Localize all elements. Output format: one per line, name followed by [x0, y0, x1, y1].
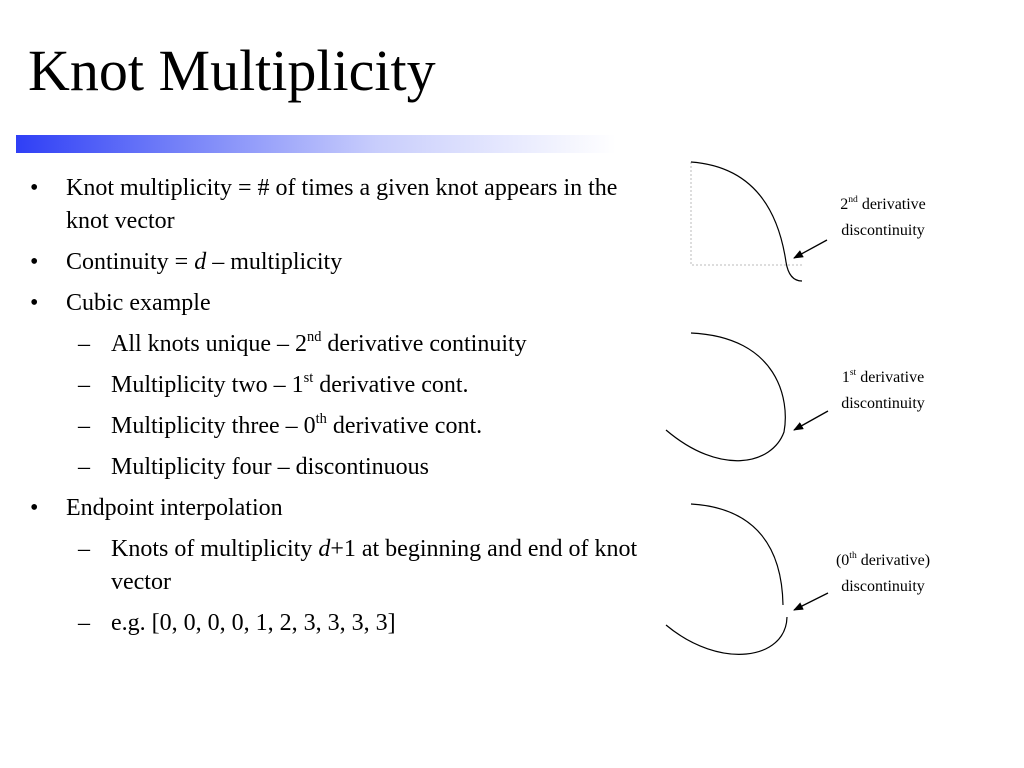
dash-marker: – — [78, 454, 90, 480]
bullet-text-prefix: Continuity = — [66, 249, 195, 275]
slide-title: Knot Multiplicity — [28, 38, 436, 103]
variable-d: d — [194, 249, 207, 275]
sub-text-end: +1 at beginning and end of knot vector — [111, 536, 638, 595]
sub-text-end: derivative cont. — [313, 372, 469, 398]
curve-arc-lower — [665, 616, 788, 655]
title-gradient-bar — [16, 135, 616, 153]
dash-marker: – — [78, 413, 90, 439]
superscript: st — [303, 369, 314, 386]
superscript: nd — [848, 193, 858, 205]
curve-arc — [690, 161, 803, 282]
dash-marker: – — [78, 536, 90, 562]
bullet-text: Endpoint interpolation — [66, 495, 283, 521]
sub-text-end: derivative continuity — [321, 331, 527, 357]
sub-text: e.g. [0, 0, 0, 0, 1, 2, 3, 3, 3, 3] — [111, 610, 396, 636]
sub-item-multiplicity-four: – Multiplicity four – discontinuous — [0, 451, 640, 484]
superscript: th — [849, 549, 857, 561]
dash-marker: – — [78, 372, 90, 398]
superscript: nd — [307, 328, 322, 345]
label-text: 1 — [841, 369, 850, 386]
label-first-derivative: 1st derivative discontinuity — [803, 365, 963, 417]
bullet-item-knot-multiplicity: • Knot multiplicity = # of times a given… — [0, 172, 640, 238]
sub-text-end: derivative cont. — [326, 413, 483, 439]
sub-text: Multiplicity two – 1 — [111, 372, 304, 398]
label-text-end: derivative — [856, 369, 925, 386]
label-zero-derivative: (0th derivative) discontinuity — [803, 548, 963, 600]
label-line-2: discontinuity — [841, 578, 925, 595]
sub-item-knot-vector-example: – e.g. [0, 0, 0, 0, 1, 2, 3, 3, 3, 3] — [0, 607, 640, 640]
bullet-list: • Knot multiplicity = # of times a given… — [0, 172, 640, 648]
label-second-derivative: 2nd derivative discontinuity — [803, 192, 963, 244]
bullet-text: Knot multiplicity = # of times a given k… — [66, 175, 618, 234]
superscript: st — [849, 366, 857, 378]
sub-item-multiplicity-two: – Multiplicity two – 1st derivative cont… — [0, 369, 640, 402]
bullet-text-suffix: – multiplicity — [206, 249, 343, 275]
sub-text: All knots unique – 2 — [111, 331, 307, 357]
dash-marker: – — [78, 331, 90, 357]
dotted-guide-box — [690, 162, 802, 266]
sub-text: Knots of multiplicity — [111, 536, 319, 562]
sub-item-knots-of-multiplicity: – Knots of multiplicity d+1 at beginning… — [0, 533, 640, 599]
sub-text: Multiplicity three – 0 — [111, 413, 316, 439]
bullet-item-endpoint-interpolation: • Endpoint interpolation — [0, 492, 640, 525]
sub-item-all-knots-unique: – All knots unique – 2nd derivative cont… — [0, 328, 640, 361]
bullet-marker: • — [30, 175, 39, 201]
sub-item-multiplicity-three: – Multiplicity three – 0th derivative co… — [0, 410, 640, 443]
bullet-marker: • — [30, 495, 39, 521]
superscript: th — [315, 410, 327, 427]
label-text-end: derivative — [857, 196, 926, 213]
label-text-end: derivative) — [856, 552, 931, 569]
bullet-marker: • — [30, 249, 39, 275]
bullet-text: Cubic example — [66, 290, 211, 316]
sub-text: Multiplicity four – discontinuous — [111, 454, 429, 480]
label-text: 2 — [840, 196, 849, 213]
dash-marker: – — [78, 610, 90, 636]
curve-arc-upper — [690, 503, 784, 606]
bullet-item-continuity: • Continuity = d – multiplicity — [0, 246, 640, 279]
bullet-item-cubic-example: • Cubic example — [0, 287, 640, 320]
label-text: (0 — [835, 552, 850, 569]
label-line-2: discontinuity — [841, 395, 925, 412]
variable-d: d — [318, 536, 331, 562]
curve-arc — [665, 332, 786, 462]
label-line-2: discontinuity — [841, 222, 925, 239]
bullet-marker: • — [30, 290, 39, 316]
